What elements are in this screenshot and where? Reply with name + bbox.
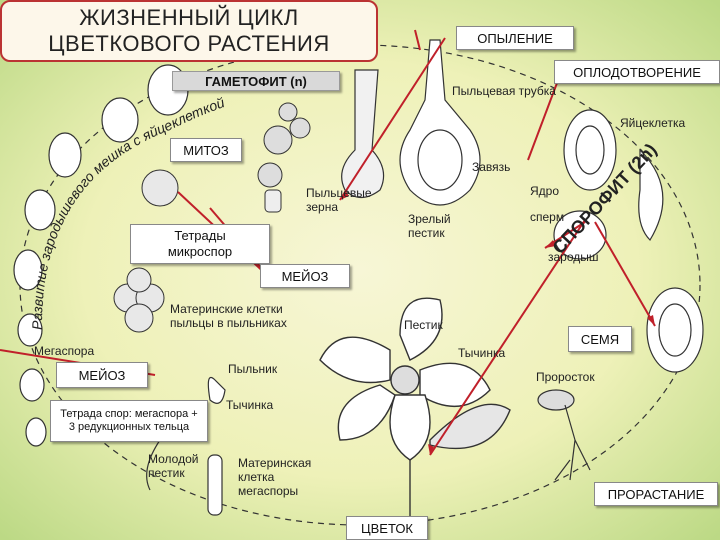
- stage-spore-tetrad: Тетрада спор: мегаспора + 3 редукционных…: [50, 400, 208, 442]
- label-egg-cell: Яйцеклетка: [620, 116, 685, 130]
- label-anther: Пыльник: [228, 362, 277, 376]
- label-pistil: Пестик: [404, 318, 443, 332]
- stage-germination: ПРОРАСТАНИЕ: [594, 482, 718, 506]
- page-title: ЖИЗНЕННЫЙ ЦИКЛ ЦВЕТКОВОГО РАСТЕНИЯ: [0, 0, 378, 62]
- stage-mitosis: МИТОЗ: [170, 138, 242, 162]
- stage-meiosis-left: МЕЙОЗ: [56, 362, 148, 388]
- label-pollen-grains: Пыльцевые зерна: [306, 186, 372, 214]
- stage-gametophyte: ГАМЕТОФИТ (n): [172, 71, 340, 91]
- label-stamen: Тычинка: [458, 346, 505, 360]
- stage-flower: ЦВЕТОК: [346, 516, 428, 540]
- label-pollen-tube: Пыльцевая трубка: [452, 84, 556, 98]
- label-young-pistil: Молодой пестик: [148, 452, 198, 480]
- stage-pollination: ОПЫЛЕНИЕ: [456, 26, 574, 50]
- label-embryo: зародыш: [548, 250, 599, 264]
- label-megaspore-mother: Материнская клетка мегаспоры: [238, 456, 311, 498]
- label-nucleus: Ядро: [530, 184, 559, 198]
- stage-seed: СЕМЯ: [568, 326, 632, 352]
- stage-fertilization: ОПЛОДОТВОРЕНИЕ: [554, 60, 720, 84]
- label-ovary: Завязь: [472, 160, 510, 174]
- label-megaspore: Мегаспора: [34, 344, 94, 358]
- stage-meiosis-top: МЕЙОЗ: [260, 264, 350, 288]
- label-stamen2: Тычинка: [226, 398, 273, 412]
- label-sperm: сперм: [530, 210, 564, 224]
- label-sprout: Проросток: [536, 370, 595, 384]
- stage-tetrads: Тетрады микроспор: [130, 224, 270, 264]
- label-mother-cells: Материнские клетки пыльцы в пыльниках: [170, 302, 287, 330]
- label-mature-pistil: Зрелый пестик: [408, 212, 451, 240]
